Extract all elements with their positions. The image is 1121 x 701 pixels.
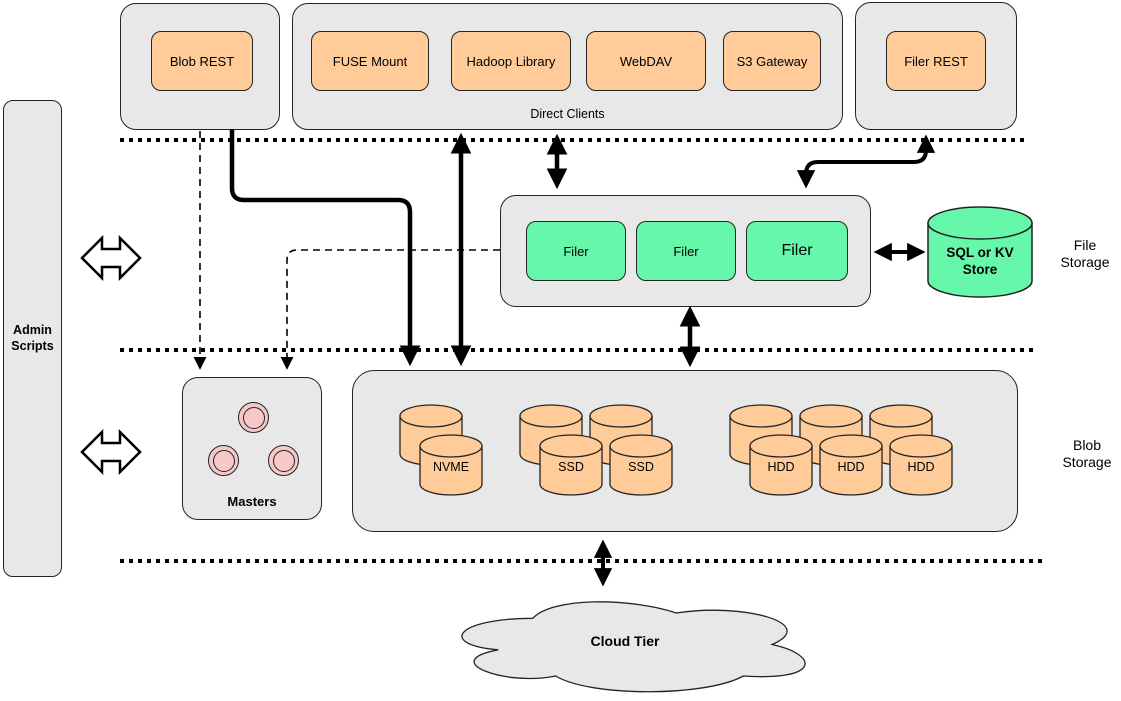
blob-storage-label-line1: Blob — [1072, 437, 1102, 453]
hadoop-library-label: Hadoop Library — [466, 53, 556, 69]
kv-store-label-line1: SQL or KV — [946, 245, 1013, 260]
admin-scripts-panel: Admin Scripts — [3, 100, 62, 577]
filer-rest-box: Filer REST — [886, 31, 986, 91]
fuse-mount-box: FUSE Mount — [311, 31, 429, 91]
masters-group: Masters — [182, 377, 322, 520]
cloud-tier-shape: Cloud Tier — [461, 601, 806, 693]
masters-label: Masters — [227, 494, 277, 509]
filer-to-masters-dashed-arrow — [280, 249, 500, 370]
kv-store-label-line2: Store — [963, 262, 998, 277]
direct-clients-label: Direct Clients — [530, 107, 605, 121]
direct-clients-group: FUSE Mount Hadoop Library WebDAV S3 Gate… — [292, 3, 843, 130]
filer-label-3: Filer — [781, 242, 813, 259]
fuse-mount-label: FUSE Mount — [332, 53, 408, 69]
file-storage-label-line2: Storage — [1060, 253, 1110, 270]
master-node-icon — [208, 445, 239, 476]
sql-kv-store-cylinder: SQL or KV Store — [927, 206, 1033, 298]
filer-rest-to-filer-double-arrow — [796, 134, 936, 189]
cloud-tier-label: Cloud Tier — [591, 633, 661, 649]
filer-rest-label: Filer REST — [904, 53, 968, 69]
s3-gateway-label: S3 Gateway — [736, 53, 808, 69]
master-node-icon — [268, 445, 299, 476]
filer-box-1: Filer — [526, 221, 626, 281]
blob-rest-box: Blob REST — [151, 31, 253, 91]
blob-rest-to-volumes-arrow — [229, 129, 421, 367]
blob-storage-group — [352, 370, 1018, 532]
webdav-label: WebDAV — [619, 53, 673, 69]
filer-box-3: Filer — [746, 221, 848, 281]
admin-blob-storage-double-arrow-icon — [80, 428, 142, 476]
admin-scripts-label: Admin Scripts — [11, 322, 54, 353]
master-node-core — [212, 449, 235, 472]
filer-cluster-group: Filer Filer Filer — [500, 195, 871, 307]
master-node-icon — [238, 402, 269, 433]
filer-box-2: Filer — [636, 221, 736, 281]
blob-storage-section-label: Blob Storage — [1041, 437, 1121, 471]
filer-rest-group: Filer REST — [855, 2, 1017, 130]
master-node-core — [242, 406, 265, 429]
blob-storage-label-line2: Storage — [1062, 453, 1112, 470]
admin-file-storage-double-arrow-icon — [80, 234, 142, 282]
blob-rest-label: Blob REST — [169, 53, 235, 69]
webdav-box: WebDAV — [586, 31, 706, 91]
blob-rest-group: Blob REST — [120, 3, 280, 130]
s3-gateway-box: S3 Gateway — [723, 31, 821, 91]
filer-label-2: Filer — [673, 243, 699, 259]
hadoop-library-box: Hadoop Library — [451, 31, 571, 91]
master-node-core — [272, 449, 295, 472]
filer-label-1: Filer — [563, 243, 589, 259]
file-storage-label-line1: File — [1073, 237, 1097, 253]
file-storage-section-label: File Storage — [1039, 237, 1121, 271]
